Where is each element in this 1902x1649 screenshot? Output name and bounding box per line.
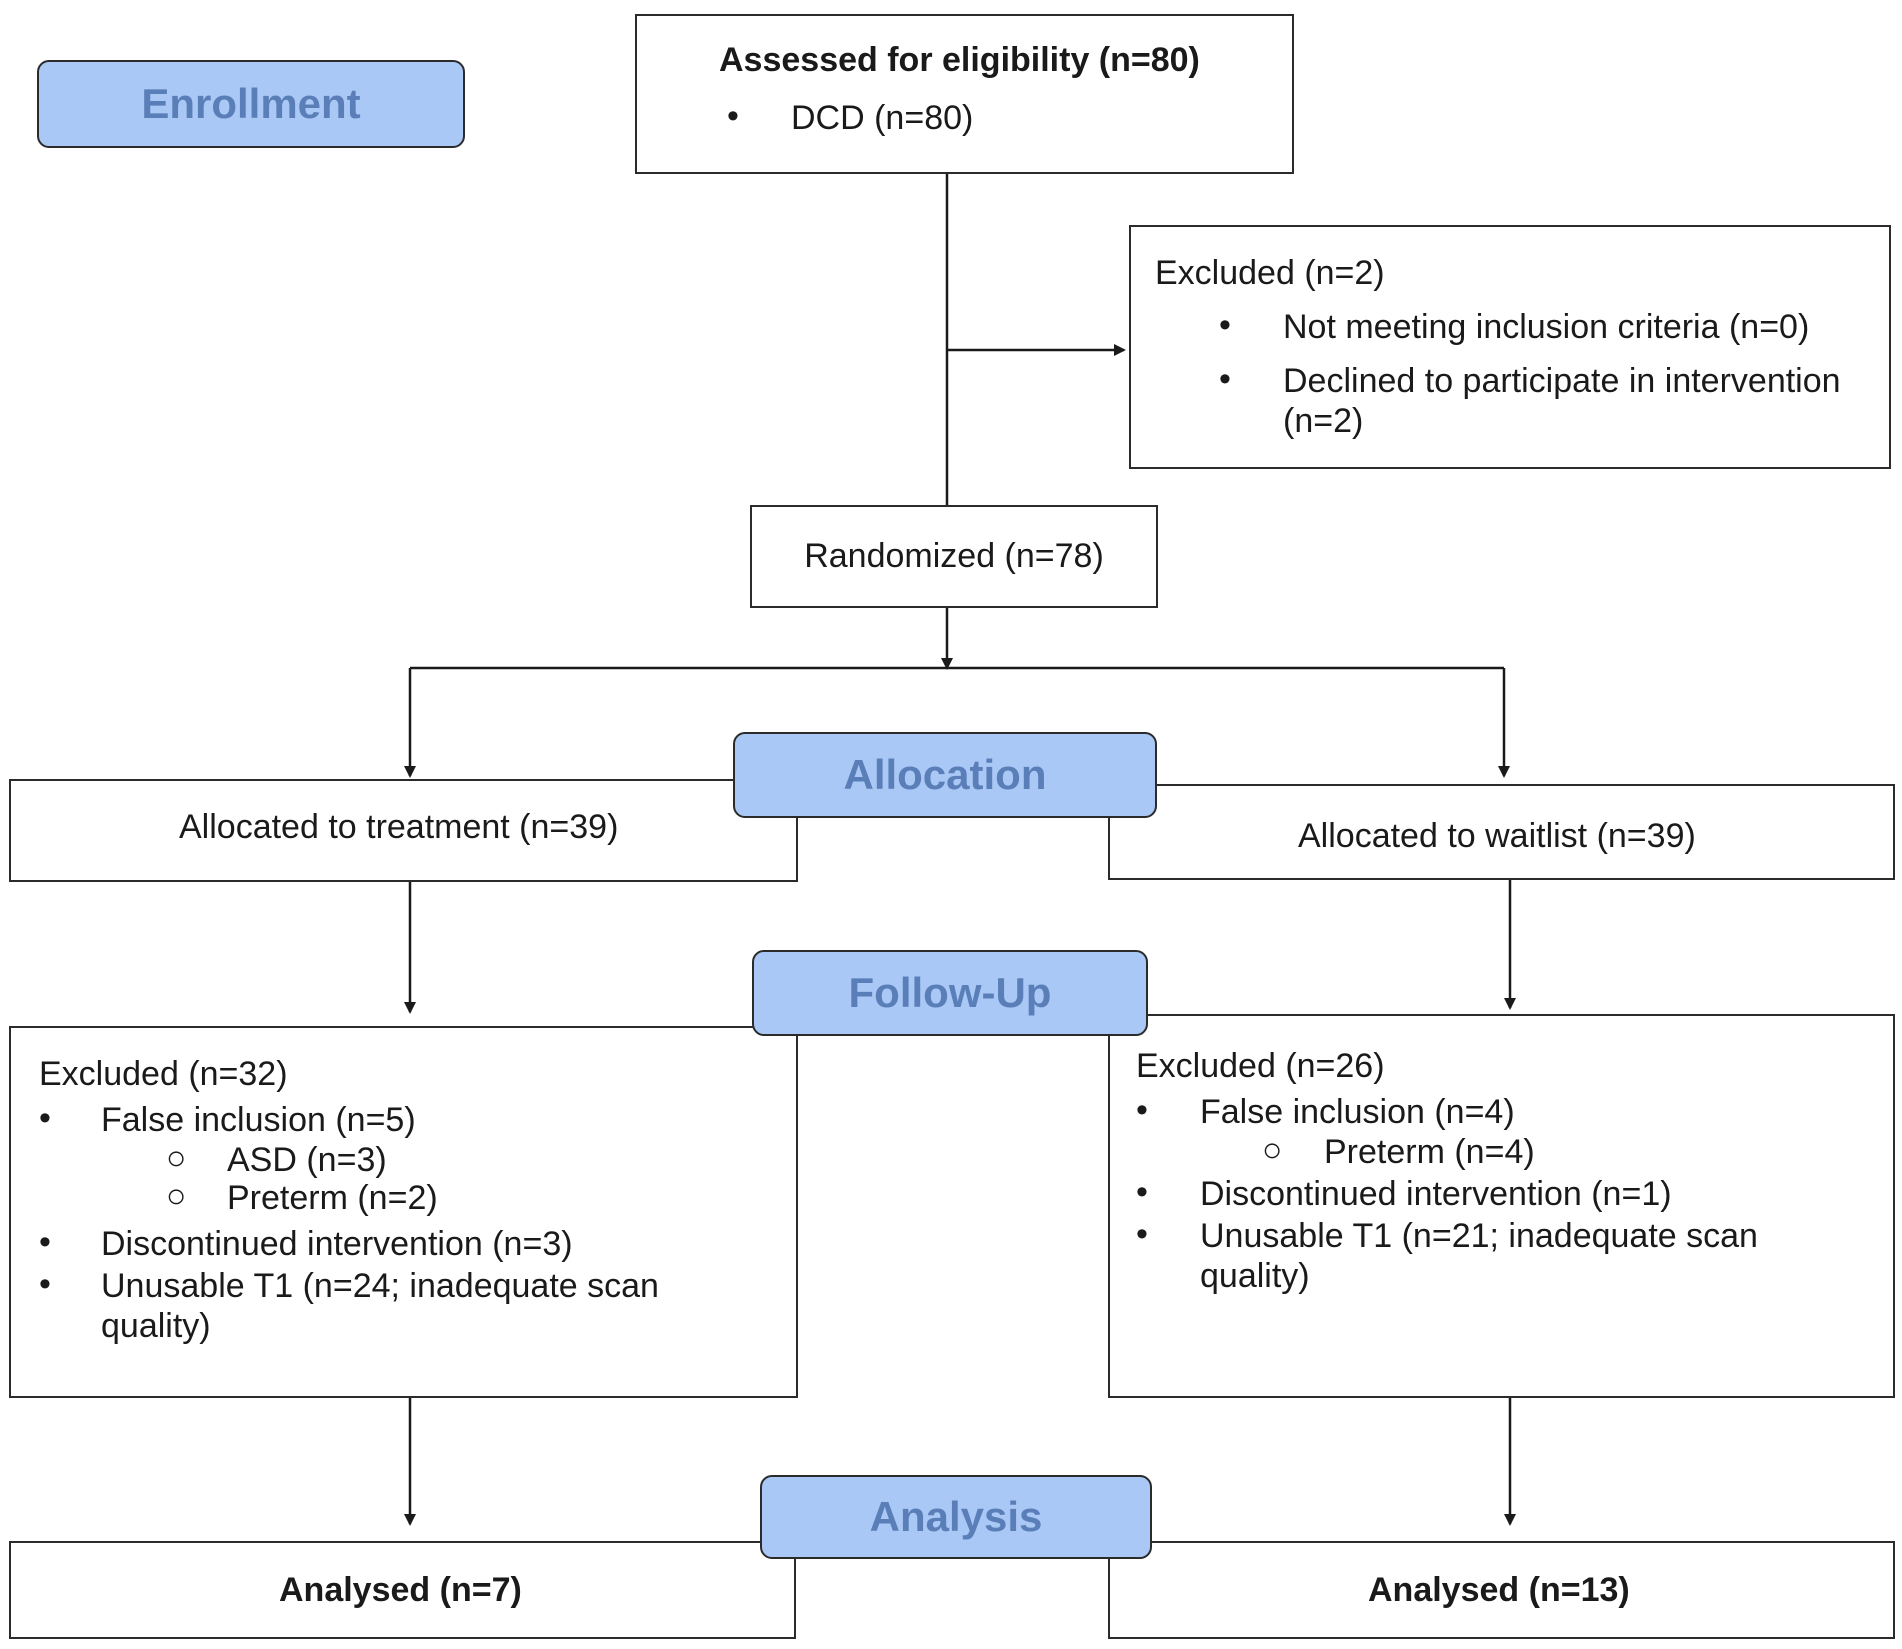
excluded-treatment-false-inclusion: False inclusion (n=5) [101, 1101, 416, 1139]
stage-analysis: Analysis [760, 1475, 1152, 1559]
bullet-dot: • [727, 97, 739, 135]
excluded-treatment-sub-2: Preterm (n=2) [227, 1179, 438, 1217]
allocated-waitlist-label: Allocated to waitlist (n=39) [1298, 817, 1696, 855]
bullet-dot: • [1219, 360, 1231, 398]
excluded-treatment-unusable-cont: quality) [101, 1307, 211, 1345]
excluded-treatment-title: Excluded (n=32) [39, 1055, 288, 1093]
circle-bullet: ○ [166, 1177, 187, 1215]
assessed-box: Assessed for eligibility (n=80) • DCD (n… [635, 14, 1294, 174]
excluded-waitlist-false-inclusion: False inclusion (n=4) [1200, 1093, 1515, 1131]
excluded-treatment-sub-1: ASD (n=3) [227, 1141, 387, 1179]
circle-bullet: ○ [1262, 1131, 1283, 1169]
stage-enrollment: Enrollment [37, 60, 465, 148]
excluded-waitlist-title: Excluded (n=26) [1136, 1047, 1385, 1085]
excluded-waitlist-discontinued: Discontinued intervention (n=1) [1200, 1175, 1672, 1213]
bullet-dot: • [39, 1265, 51, 1303]
excluded-waitlist-unusable-cont: quality) [1200, 1257, 1310, 1295]
circle-bullet: ○ [166, 1139, 187, 1177]
excluded-initial-item-2: Declined to participate in intervention [1283, 362, 1841, 400]
excluded-waitlist-box: Excluded (n=26) • False inclusion (n=4) … [1108, 1014, 1895, 1398]
assessed-title: Assessed for eligibility (n=80) [719, 41, 1200, 79]
stage-allocation: Allocation [733, 732, 1157, 818]
allocated-waitlist-box: Allocated to waitlist (n=39) [1108, 784, 1895, 880]
stage-follow-up: Follow-Up [752, 950, 1148, 1036]
excluded-treatment-discontinued: Discontinued intervention (n=3) [101, 1225, 573, 1263]
assessed-item: DCD (n=80) [791, 99, 974, 137]
bullet-dot: • [1136, 1091, 1148, 1129]
bullet-dot: • [39, 1099, 51, 1137]
bullet-dot: • [1219, 306, 1231, 344]
bullet-dot: • [1136, 1173, 1148, 1211]
randomized-box: Randomized (n=78) [750, 505, 1158, 608]
excluded-treatment-unusable: Unusable T1 (n=24; inadequate scan [101, 1267, 659, 1305]
excluded-waitlist-unusable: Unusable T1 (n=21; inadequate scan [1200, 1217, 1758, 1255]
allocated-treatment-label: Allocated to treatment (n=39) [179, 808, 619, 846]
analysed-waitlist-box: Analysed (n=13) [1108, 1541, 1895, 1639]
bullet-dot: • [1136, 1215, 1148, 1253]
excluded-initial-item-2-cont: (n=2) [1283, 402, 1364, 440]
analysed-treatment-box: Analysed (n=7) [9, 1541, 796, 1639]
allocated-treatment-box: Allocated to treatment (n=39) [9, 779, 798, 882]
bullet-dot: • [39, 1223, 51, 1261]
excluded-initial-title: Excluded (n=2) [1155, 254, 1385, 292]
excluded-initial-box: Excluded (n=2) • Not meeting inclusion c… [1129, 225, 1891, 469]
excluded-waitlist-sub-1: Preterm (n=4) [1324, 1133, 1535, 1171]
excluded-initial-item-1: Not meeting inclusion criteria (n=0) [1283, 308, 1810, 346]
excluded-treatment-box: Excluded (n=32) • False inclusion (n=5) … [9, 1026, 798, 1398]
